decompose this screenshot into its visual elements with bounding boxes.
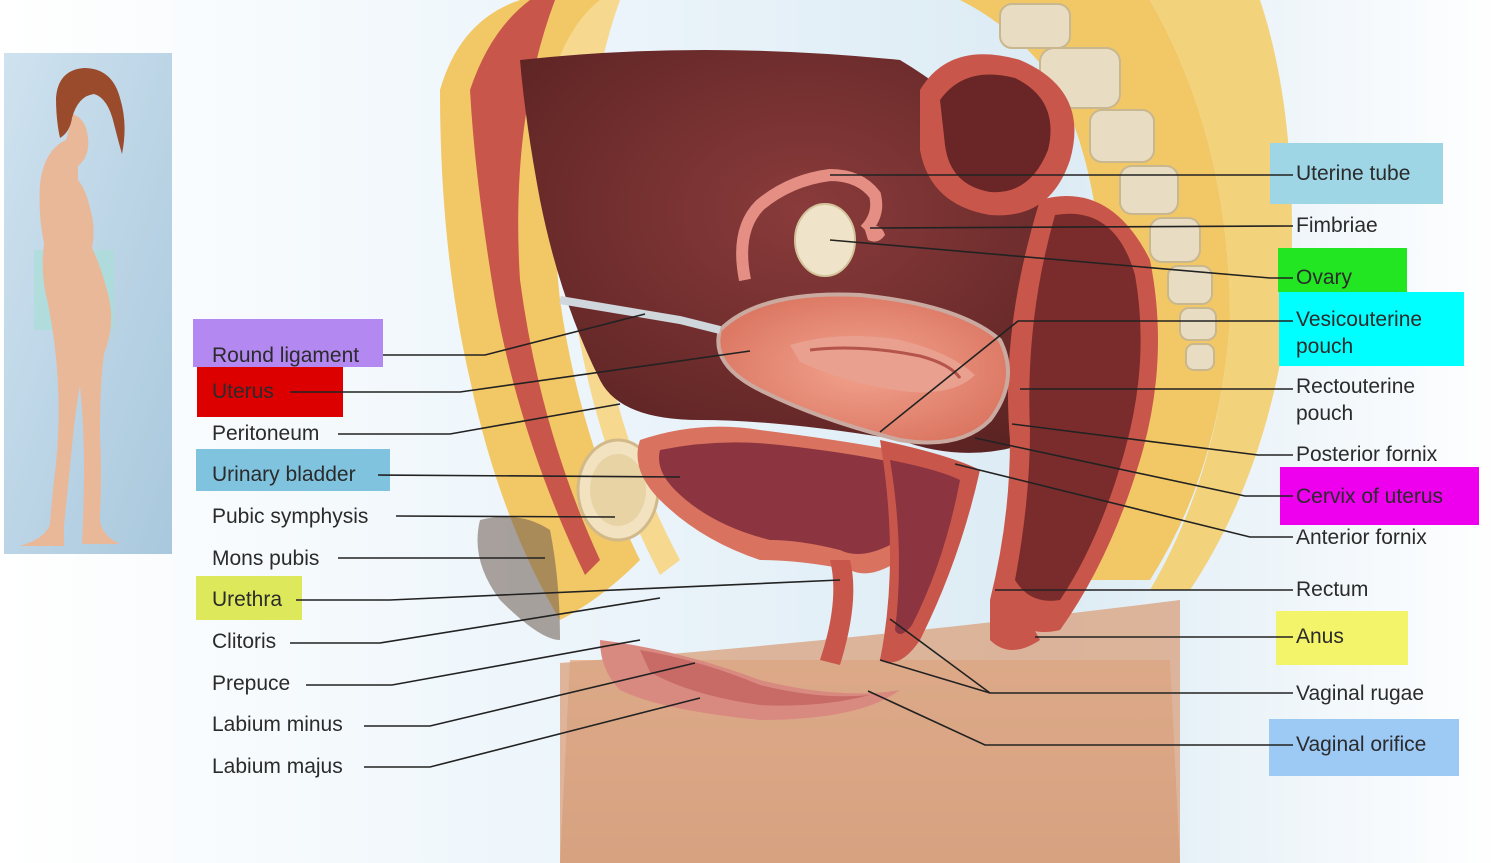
leader-posterior-fornix [1011,423,1293,456]
highlight-cervix-of-uterus [1280,467,1479,525]
leader-labium-minus [364,662,696,727]
leader-urinary-bladder [377,474,681,478]
label-vaginal-orifice: Vaginal orifice [1296,733,1427,756]
label-peritoneum: Peritoneum [212,422,320,445]
label-round-ligament: Round ligament [212,344,360,367]
label-vesicouterine-pouch-line2: pouch [1296,335,1354,358]
label-labium-majus: Labium majus [212,755,343,778]
leader-anterior-fornix [954,463,1293,538]
label-vaginal-rugae: Vaginal rugae [1296,682,1425,705]
leader-cervix-of-uterus [974,437,1293,497]
label-rectouterine-pouch-line2: pouch [1296,402,1354,425]
leader-round-ligament [383,313,646,356]
leader-prepuce [306,639,641,686]
label-urethra: Urethra [212,588,283,611]
leader-peritoneum [338,403,621,435]
label-rectouterine-pouch-line1: Rectouterine [1296,375,1416,398]
label-labium-minus: Labium minus [212,713,343,736]
label-posterior-fornix: Posterior fornix [1296,443,1438,466]
leader-ovary [829,239,1293,279]
highlight-urinary-bladder [196,449,390,491]
highlight-ovary [1278,248,1407,292]
leader-fimbriae [869,225,1294,229]
label-prepuce: Prepuce [212,672,291,695]
leader-urethra [296,579,841,601]
label-fimbriae: Fimbriae [1296,214,1378,237]
leader-vaginal-orifice [867,690,1293,746]
highlight-vaginal-orifice [1269,719,1459,776]
standing-figure-inset-icon [4,53,172,554]
label-vesicouterine-pouch-line1: Vesicouterine [1296,308,1423,331]
label-urinary-bladder: Urinary bladder [212,463,356,486]
label-mons-pubis: Mons pubis [212,547,320,570]
label-anterior-fornix: Anterior fornix [1296,526,1427,549]
leader-pubic-symphysis [395,515,616,518]
highlight-urethra [196,576,302,620]
highlight-anus [1276,611,1408,665]
label-cervix-of-uterus: Cervix of uterus [1296,485,1444,508]
highlight-round-ligament [193,319,383,367]
label-anus: Anus [1296,625,1344,648]
leader-uterus [290,350,751,393]
leader-vesicouterine-pouch [879,320,1293,433]
leader-labium-majus [364,697,701,768]
pubic-hair-texture [477,516,560,640]
leader-clitoris [290,597,661,644]
label-ovary: Ovary [1296,266,1353,289]
highlight-uterine-tube [1270,143,1443,204]
leader-vaginal-rugae-2 [879,659,991,694]
label-pubic-symphysis: Pubic symphysis [212,505,369,528]
label-uterus: Uterus [212,380,274,403]
label-uterine-tube: Uterine tube [1296,162,1411,185]
highlight-vesicouterine-pouch [1279,292,1464,366]
label-rectum: Rectum [1296,578,1369,601]
label-clitoris: Clitoris [212,630,277,653]
